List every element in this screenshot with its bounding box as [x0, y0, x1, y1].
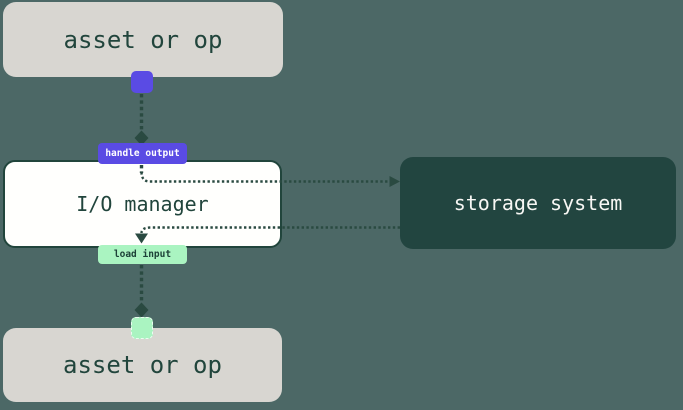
- node-storage-system: storage system: [400, 157, 676, 249]
- output-port-square: [131, 71, 153, 93]
- node-storage-system-label: storage system: [453, 191, 623, 215]
- edge-label-handle-output-text: handle output: [105, 148, 180, 159]
- edge-label-handle-output: handle output: [98, 143, 187, 164]
- node-io-manager: I/O manager: [3, 160, 282, 248]
- edge-label-load-input: load input: [98, 245, 187, 264]
- node-asset-or-op-bottom-label: asset or op: [63, 351, 222, 379]
- node-asset-or-op-top: asset or op: [3, 2, 283, 77]
- edge-label-load-input-text: load input: [113, 249, 172, 260]
- node-io-manager-label: I/O manager: [76, 192, 209, 216]
- diamond-arrowhead-load-input: [134, 302, 149, 318]
- input-port-square: [131, 317, 153, 339]
- node-asset-or-op-top-label: asset or op: [63, 25, 223, 54]
- node-asset-or-op-bottom: asset or op: [3, 328, 282, 402]
- triangle-arrowhead-into-storage: [389, 176, 400, 187]
